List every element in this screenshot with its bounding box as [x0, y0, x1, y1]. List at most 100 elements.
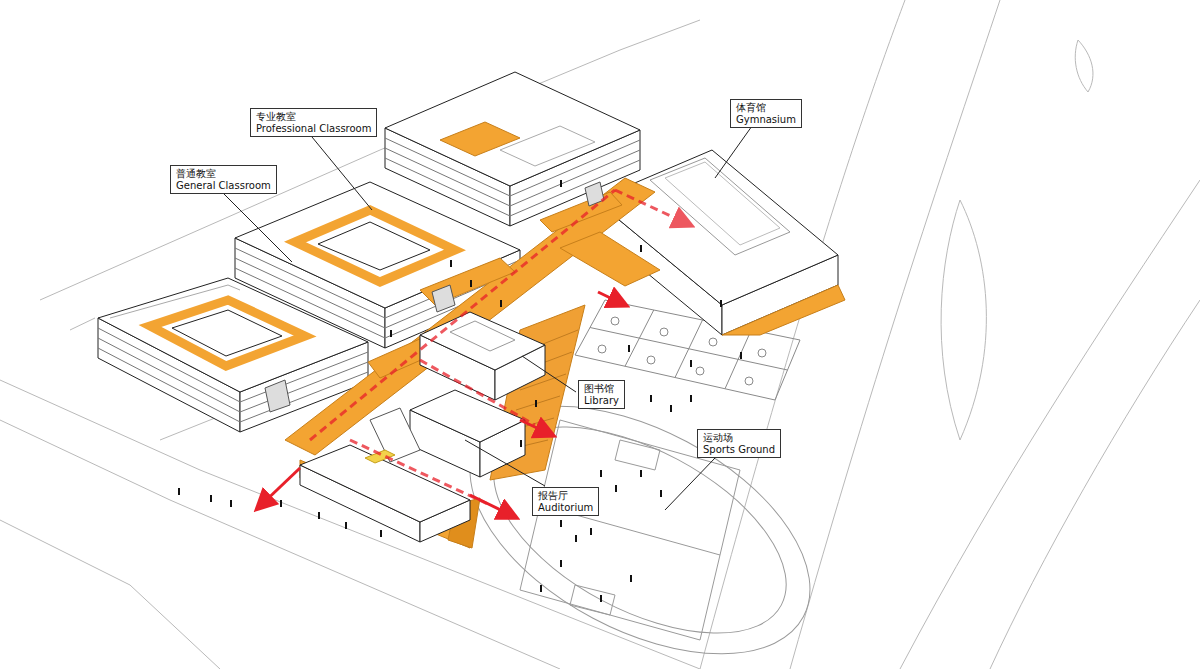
people-figures [560, 520, 562, 527]
flow-arrows [420, 360, 535, 425]
people-figures [640, 470, 642, 477]
english-label: Sports Ground [703, 444, 775, 456]
basketball-courts [758, 349, 766, 357]
flow-arrows [258, 468, 300, 508]
basketball-courts [745, 377, 753, 385]
public-spine [285, 178, 655, 455]
callout-box: 体育馆Gymnasium [730, 99, 802, 128]
road-lines [900, 180, 1200, 669]
people-figures [615, 485, 617, 492]
road-lines [700, 0, 905, 669]
people-figures [690, 395, 692, 402]
south-building [300, 445, 470, 542]
people-figures [210, 495, 212, 502]
classroom-wing [295, 210, 455, 282]
classroom-wing [385, 72, 640, 186]
leader-lines [222, 126, 752, 510]
basketball-courts [660, 328, 668, 336]
people-figures [178, 180, 742, 602]
classroom-wing [110, 285, 240, 318]
flow-arrows [258, 190, 690, 517]
english-label: General Classroom [176, 180, 271, 192]
people-figures [380, 530, 382, 537]
south-building [365, 450, 395, 463]
people-figures [500, 300, 502, 307]
people-figures [535, 400, 537, 407]
classroom-wing [318, 222, 430, 270]
gymnasium-building [595, 150, 845, 335]
callout-box: 运动场Sports Ground [697, 429, 781, 458]
gymnasium-building [650, 158, 790, 255]
stair-symbols [265, 380, 290, 412]
leader-lines [465, 440, 545, 486]
people-figures [540, 585, 542, 592]
people-figures [520, 440, 522, 447]
auditorium-building [370, 390, 525, 477]
classroom-wing [440, 122, 520, 156]
english-label: Gymnasium [736, 114, 796, 126]
people-figures [178, 488, 180, 495]
road-lines [1075, 40, 1093, 92]
classroom-wing [150, 300, 305, 366]
people-figures [560, 560, 562, 567]
leader-lines [715, 126, 752, 178]
people-figures [280, 500, 282, 507]
road-lines [40, 20, 700, 300]
road-lines [990, 300, 1200, 669]
basketball-courts [696, 367, 704, 375]
auditorium-building [410, 390, 525, 442]
stair-symbols [432, 285, 455, 312]
public-spine [540, 192, 622, 232]
english-label: Auditorium [538, 502, 593, 514]
people-figures [590, 528, 592, 535]
people-figures [660, 490, 662, 497]
road-lines [941, 200, 986, 440]
road-lines [70, 318, 95, 330]
leader-lines [312, 137, 372, 210]
people-figures [650, 395, 652, 402]
basketball-courts [647, 356, 655, 364]
people-figures [600, 470, 602, 477]
people-figures [470, 280, 472, 287]
stair-symbols [585, 182, 604, 206]
people-figures [450, 260, 452, 267]
gymnasium-building [665, 162, 780, 245]
leader-lines [222, 192, 292, 262]
library-building [420, 312, 545, 400]
road-lines [0, 520, 220, 669]
basketball-courts [611, 317, 619, 325]
people-figures [345, 522, 347, 529]
public-spine [560, 232, 660, 286]
road-lines [790, 0, 1000, 669]
basketball-courts [709, 338, 717, 346]
people-figures [600, 595, 602, 602]
flow-arrows [598, 292, 625, 305]
flow-arrows [310, 190, 615, 440]
leader-lines [665, 458, 715, 510]
english-label: Library [584, 395, 619, 407]
people-figures [318, 512, 320, 519]
chinese-label: 专业教室 [256, 111, 371, 123]
people-figures [670, 405, 672, 412]
classroom-wing [500, 126, 595, 166]
callout-box: 普通教室General Classroom [170, 165, 277, 194]
chinese-label: 体育馆 [736, 102, 796, 114]
people-figures [690, 360, 692, 367]
flow-arrows [520, 420, 552, 435]
callout-box: 专业教室Professional Classroom [250, 108, 377, 137]
chinese-label: 运动场 [703, 432, 775, 444]
people-figures [740, 352, 742, 359]
basketball-courts [598, 345, 606, 353]
people-figures [628, 345, 630, 352]
public-spine [285, 178, 660, 548]
running-track [461, 384, 819, 669]
flow-arrows [470, 495, 515, 517]
english-label: Professional Classroom [256, 123, 371, 135]
chinese-label: 普通教室 [176, 168, 271, 180]
people-figures [390, 330, 392, 337]
callout-box: 图书馆Library [578, 380, 625, 409]
leader-lines [522, 356, 576, 392]
